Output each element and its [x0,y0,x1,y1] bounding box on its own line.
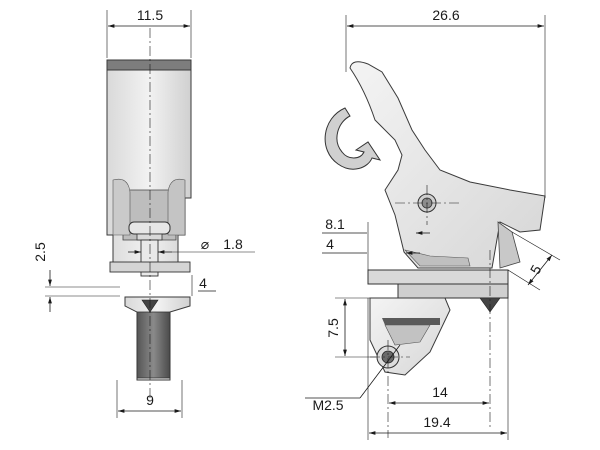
rotation-arrow-icon [324,107,382,170]
dim-4-front-label: 4 [199,275,207,291]
dim-11-5-label: 11.5 [137,7,163,23]
dim-26-6: 26.6 [345,7,546,198]
dim-7-5: 7.5 [325,297,376,358]
dim-2-5: 2.5 [32,242,120,312]
diameter-symbol: ⌀ [201,236,210,252]
dim-19-4-label: 19.4 [423,414,450,430]
thread-label: M2.5 [312,397,343,413]
dim-4-front: 4 [191,275,216,296]
dim-pin-diameter: ⌀ 1.8 [128,236,255,254]
side-latch-lever [349,61,546,313]
side-catch [369,297,451,376]
dim-9: 9 [116,380,183,418]
dim-4-side-label: 4 [326,236,334,252]
dim-11-5: 11.5 [106,7,192,58]
thread-callout: M2.5 [305,344,401,413]
dim-14: 14 [389,384,489,405]
dim-2-5-label: 2.5 [32,242,48,262]
dim-4-side: 4 [322,236,420,255]
dim-5-label: 5 [527,262,545,277]
front-view: 11.5 2.5 ⌀ 1.8 4 9 [32,7,255,418]
front-latch-body [106,59,192,381]
dim-8-1-label: 8.1 [325,216,345,232]
dim-7-5-label: 7.5 [325,318,341,338]
dim-14-label: 14 [432,384,448,400]
dim-9-label: 9 [146,392,154,408]
side-view: 26.6 8.1 4 5 7.5 [305,7,561,440]
dim-8-1: 8.1 [322,216,430,270]
dim-26-6-label: 26.6 [432,7,459,23]
dim-pin-diameter-label: 1.8 [223,236,243,252]
dim-19-4: 19.4 [367,298,509,440]
